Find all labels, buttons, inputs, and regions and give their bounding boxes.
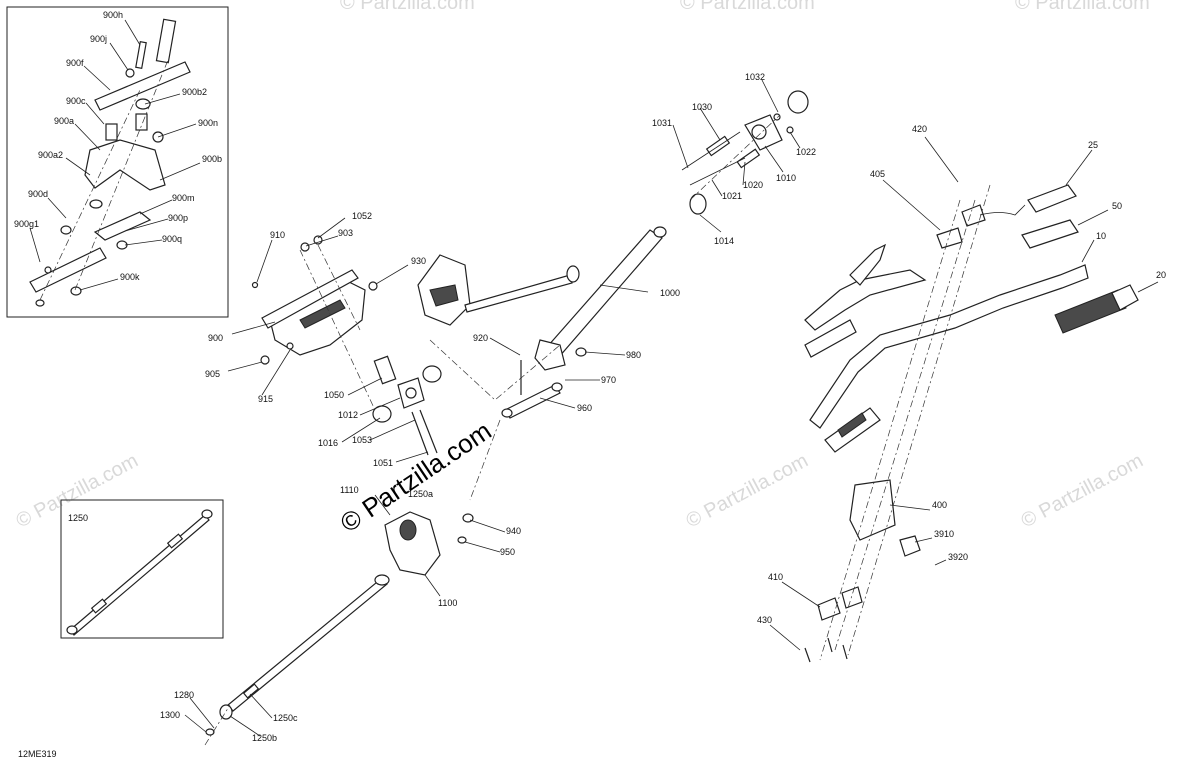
label-1250c: 1250c — [273, 713, 298, 723]
column-middle-leaders — [341, 79, 801, 463]
label-3910: 3910 — [934, 529, 954, 539]
label-900j: 900j — [90, 34, 107, 44]
label-900q: 900q — [162, 234, 182, 244]
inset-column-parts — [66, 509, 213, 636]
label-405: 405 — [870, 169, 885, 179]
inset-steering-column-box — [60, 499, 224, 639]
label-1053: 1053 — [352, 435, 372, 445]
label-900k: 900k — [120, 272, 140, 282]
label-inset-1250: 1250 — [68, 513, 88, 523]
callout-labels: 900h 900j 900f 900c 900b2 900a 900n 900a… — [14, 10, 1166, 759]
column-middle-parts — [372, 339, 587, 501]
label-10: 10 — [1096, 231, 1106, 241]
watermark-top-3: © Partzilla.com — [1015, 0, 1150, 14]
label-900: 900 — [208, 333, 223, 343]
label-1000: 1000 — [660, 288, 680, 298]
label-903: 903 — [338, 228, 353, 238]
label-1250a: 1250a — [408, 489, 433, 499]
label-400: 400 — [932, 500, 947, 510]
column-upper-parts — [417, 90, 809, 371]
label-900b: 900b — [202, 154, 222, 164]
label-905: 905 — [205, 369, 220, 379]
label-1280: 1280 — [174, 690, 194, 700]
label-930: 930 — [411, 256, 426, 266]
label-1010: 1010 — [776, 173, 796, 183]
label-1052: 1052 — [352, 211, 372, 221]
label-900h: 900h — [103, 10, 123, 20]
label-430: 430 — [757, 615, 772, 625]
handlebar-leaders — [769, 136, 1159, 651]
label-900f: 900f — [66, 58, 84, 68]
watermark-top-1: © Partzilla.com — [340, 0, 475, 14]
label-1300: 1300 — [160, 710, 180, 720]
label-900n: 900n — [198, 118, 218, 128]
label-940: 940 — [506, 526, 521, 536]
label-1020: 1020 — [743, 180, 763, 190]
label-3920: 3920 — [948, 552, 968, 562]
bracket-assembly — [251, 235, 378, 411]
label-1051: 1051 — [373, 458, 393, 468]
label-900a2: 900a2 — [38, 150, 63, 160]
label-1022: 1022 — [796, 147, 816, 157]
label-900d: 900d — [28, 189, 48, 199]
label-50: 50 — [1112, 201, 1122, 211]
handlebar-parts — [804, 184, 1139, 663]
label-950: 950 — [500, 547, 515, 557]
bracket-leaders — [227, 217, 409, 396]
label-970: 970 — [601, 375, 616, 385]
inset-bracket-parts — [29, 18, 191, 307]
label-1030: 1030 — [692, 102, 712, 112]
label-1250b: 1250b — [252, 733, 277, 743]
label-900c: 900c — [66, 96, 86, 106]
label-1100: 1100 — [438, 598, 457, 608]
label-900g1: 900g1 — [14, 219, 39, 229]
label-915: 915 — [258, 394, 273, 404]
inset-bracket-box — [6, 6, 229, 318]
label-25: 25 — [1088, 140, 1098, 150]
label-960: 960 — [577, 403, 592, 413]
label-910: 910 — [270, 230, 285, 240]
label-1031: 1031 — [652, 118, 672, 128]
label-920: 920 — [473, 333, 488, 343]
column-lower-parts — [184, 494, 506, 746]
label-410: 410 — [768, 572, 783, 582]
label-1110: 1110 — [340, 485, 359, 495]
label-980: 980 — [626, 350, 641, 360]
watermark-top-2: © Partzilla.com — [680, 0, 815, 14]
label-1014: 1014 — [714, 236, 734, 246]
label-20: 20 — [1156, 270, 1166, 280]
inset-bracket-leaders — [29, 19, 201, 291]
label-900b2: 900b2 — [182, 87, 207, 97]
diagram-code: 12ME319 — [18, 749, 57, 759]
label-1012: 1012 — [338, 410, 358, 420]
label-900p: 900p — [168, 213, 188, 223]
label-1016: 1016 — [318, 438, 338, 448]
label-900m: 900m — [172, 193, 195, 203]
label-1050: 1050 — [324, 390, 344, 400]
label-900a: 900a — [54, 116, 74, 126]
label-420: 420 — [912, 124, 927, 134]
label-1032: 1032 — [745, 72, 765, 82]
label-1021: 1021 — [722, 191, 742, 201]
